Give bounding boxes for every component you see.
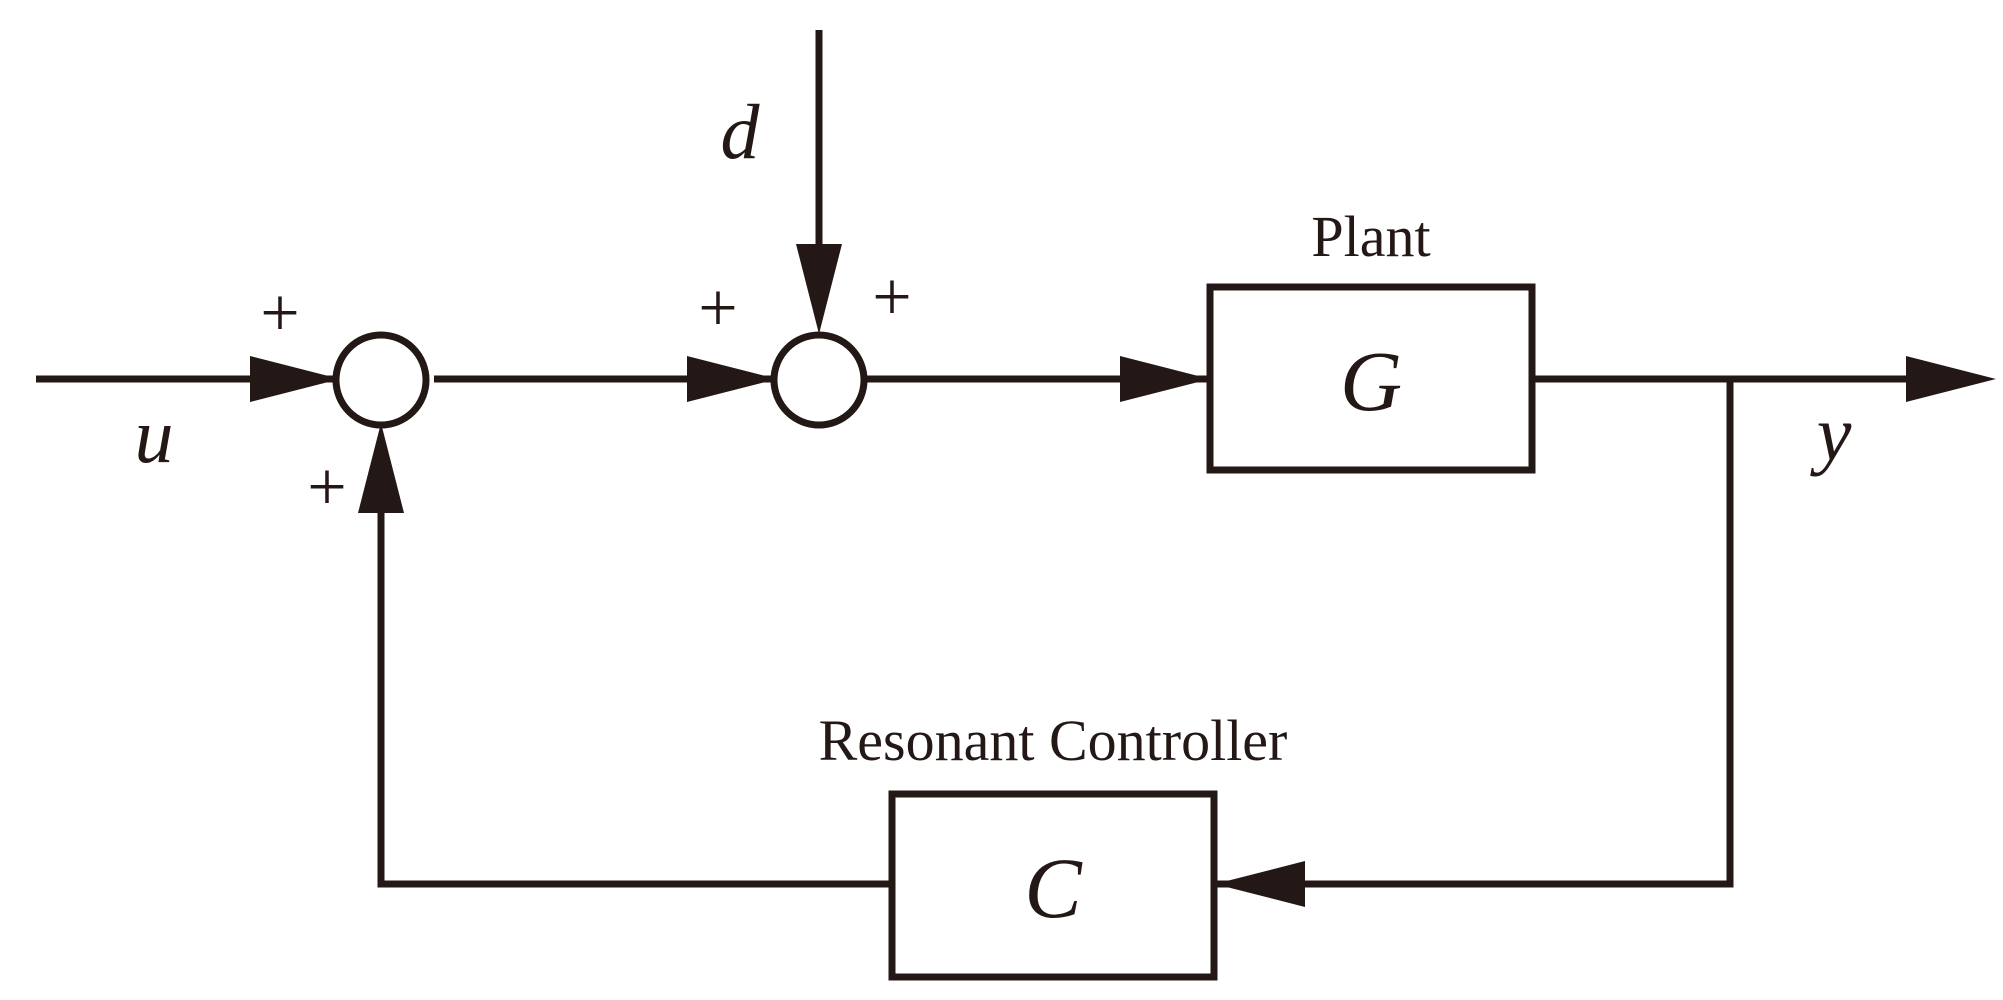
arrowhead-disturbance <box>796 244 842 334</box>
arrowhead-output <box>1906 356 1996 402</box>
controller-symbol: C <box>1024 840 1083 936</box>
controller-caption: Resonant Controller <box>819 708 1288 773</box>
arrowhead-input <box>250 356 340 402</box>
sum2-disturbance-sign: + <box>872 259 911 336</box>
plant-caption: Plant <box>1311 204 1430 269</box>
output-signal-label: y <box>1810 390 1852 477</box>
arrowhead-feedback <box>358 423 404 513</box>
sum2-input-sign: + <box>698 270 737 347</box>
disturbance-signal-label: d <box>721 88 761 175</box>
controller-block <box>888 790 1218 981</box>
arrowhead-plant-input <box>1120 356 1210 402</box>
arrowhead-sum2-input <box>687 356 777 402</box>
plant-symbol: G <box>1340 333 1402 429</box>
input-signal-label: u <box>135 392 174 479</box>
arrowhead-controller-input <box>1215 861 1305 907</box>
summing-junction-1 <box>332 331 430 429</box>
summing-junction-2 <box>770 331 868 429</box>
feedback-wire-left <box>377 474 892 888</box>
feedback-wire-right <box>1215 379 1734 888</box>
plant-block <box>1206 283 1536 474</box>
sum1-input-sign: + <box>260 275 299 352</box>
sum1-feedback-sign: + <box>307 449 346 526</box>
